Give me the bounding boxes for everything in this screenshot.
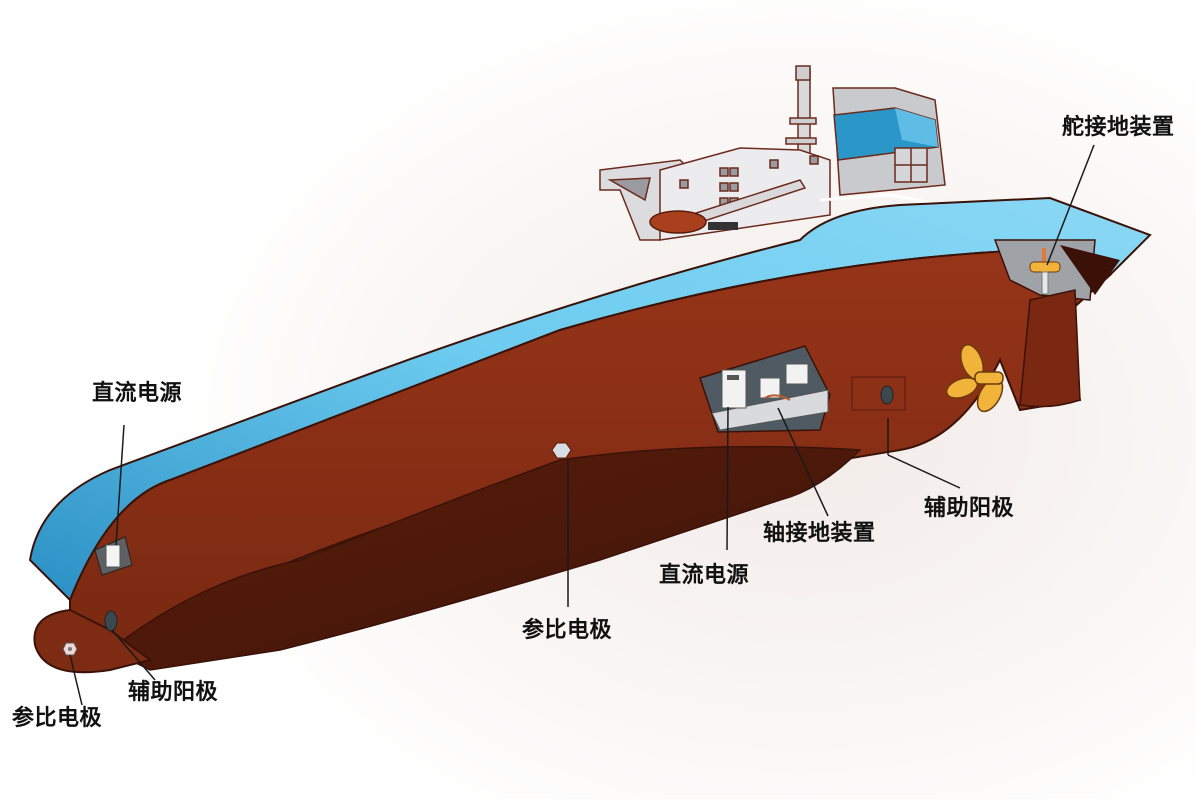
engine-room-cutaway: [699, 345, 831, 433]
propeller-icon: [945, 343, 1004, 413]
label-ref-electrode-bow: 参比电极: [12, 706, 103, 731]
bulbous-bow: [33, 608, 153, 674]
label-dc-power-bow: 直流电源: [92, 381, 183, 406]
stern-cutaway: [945, 239, 1120, 413]
leader-lines: [69, 144, 1095, 706]
superstructure: [599, 65, 1031, 241]
aux-anode-stern: [851, 376, 906, 411]
label-shaft-grounding: 轴接地装置: [763, 521, 876, 546]
label-rudder-grounding: 舵接地装置: [1062, 115, 1175, 140]
hull-bottom: [108, 445, 862, 671]
label-ref-electrode-mid: 参比电极: [522, 618, 613, 643]
label-dc-power-mid: 直流电源: [659, 563, 750, 588]
label-aux-anode-bow: 辅助阳极: [128, 680, 219, 705]
ref-electrode-bow: [62, 642, 78, 656]
dc-power-bow: [94, 536, 133, 576]
aux-anode-bow: [104, 610, 118, 632]
ref-electrode-mid: [551, 442, 572, 459]
label-aux-anode-stern: 辅助阳极: [924, 496, 1015, 521]
